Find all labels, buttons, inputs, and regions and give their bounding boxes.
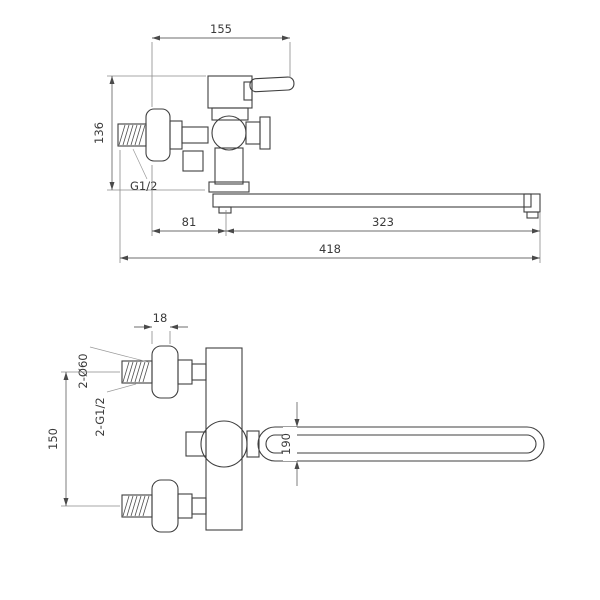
dim-wall-to-pivot: 81 <box>151 165 227 236</box>
bottom-nut <box>177 493 193 519</box>
dim-pivot-to-tip-label: 323 <box>372 215 394 229</box>
spout-connector <box>246 430 260 458</box>
aerator <box>526 211 539 219</box>
valve-body-front <box>200 420 248 468</box>
dim-spout-depth: 190 <box>279 402 300 486</box>
side-faucet-outline <box>117 75 541 219</box>
flange-diameter-callout: 2-Ø60 <box>76 346 149 389</box>
wall-flange <box>145 108 171 162</box>
flange-step <box>169 120 183 150</box>
body-column <box>205 347 243 531</box>
body-lower <box>214 147 244 185</box>
spout-outline-outer <box>257 426 545 462</box>
diverter-base <box>245 121 261 145</box>
dim-wall-to-pivot-label: 81 <box>182 215 197 229</box>
dim-inlet-spacing-label: 150 <box>46 428 60 450</box>
inlet-thread-label: 2-G1/2 <box>93 397 107 436</box>
dim-total-length: 418 <box>119 150 540 263</box>
inlet-thread-callout: 2-G1/2 <box>93 383 137 437</box>
spout-nut <box>208 181 250 193</box>
dim-top-width-label: 155 <box>210 22 232 36</box>
wall-bracket <box>185 431 207 457</box>
check-valve-box <box>182 150 204 172</box>
inlet-stem <box>181 126 209 144</box>
top-thread-nipple <box>121 360 153 384</box>
top-flange <box>151 345 179 399</box>
flange-diameter-label: 2-Ø60 <box>76 353 90 388</box>
lever-handle <box>249 76 295 93</box>
thread-hatch <box>118 124 146 146</box>
bottom-stem <box>191 497 207 515</box>
top-nut <box>177 359 193 385</box>
side-view: 155 136 G1/2 81 <box>92 22 541 263</box>
body-neck <box>211 107 249 121</box>
dim-body-height: 136 <box>92 75 206 191</box>
dim-spout-depth-label: 190 <box>279 433 293 455</box>
dim-top-width: 155 <box>151 22 291 107</box>
dim-inlet-spacing: 150 <box>46 371 120 507</box>
valve-body <box>211 115 247 151</box>
dim-total-length-label: 418 <box>319 242 341 256</box>
spout-tube <box>212 193 532 208</box>
bottom-thread-nipple <box>121 494 153 518</box>
front-view: 18 2-Ø60 2-G1/2 150 190 <box>46 311 545 533</box>
cartridge-housing <box>207 75 253 109</box>
diverter-knob <box>259 116 271 150</box>
spout-head <box>523 193 541 213</box>
dim-spout-depth-label-bg <box>283 427 297 461</box>
top-thread-hatch <box>122 361 150 383</box>
front-faucet-outline <box>121 345 545 533</box>
spout-outline-inner <box>265 434 537 454</box>
dim-pivot-to-tip: 323 <box>226 212 541 263</box>
dim-nut-width-label: 18 <box>153 311 168 325</box>
spout-collar <box>218 206 232 214</box>
thread-size-label: G1/2 <box>130 179 157 193</box>
bottom-thread-hatch <box>122 495 150 517</box>
dim-body-height-label: 136 <box>92 122 106 144</box>
lever-joint <box>243 81 253 101</box>
top-stem <box>191 363 207 381</box>
bottom-flange <box>151 479 179 533</box>
thread-size-callout: G1/2 <box>130 148 157 193</box>
dim-nut-width: 18 <box>134 311 188 344</box>
